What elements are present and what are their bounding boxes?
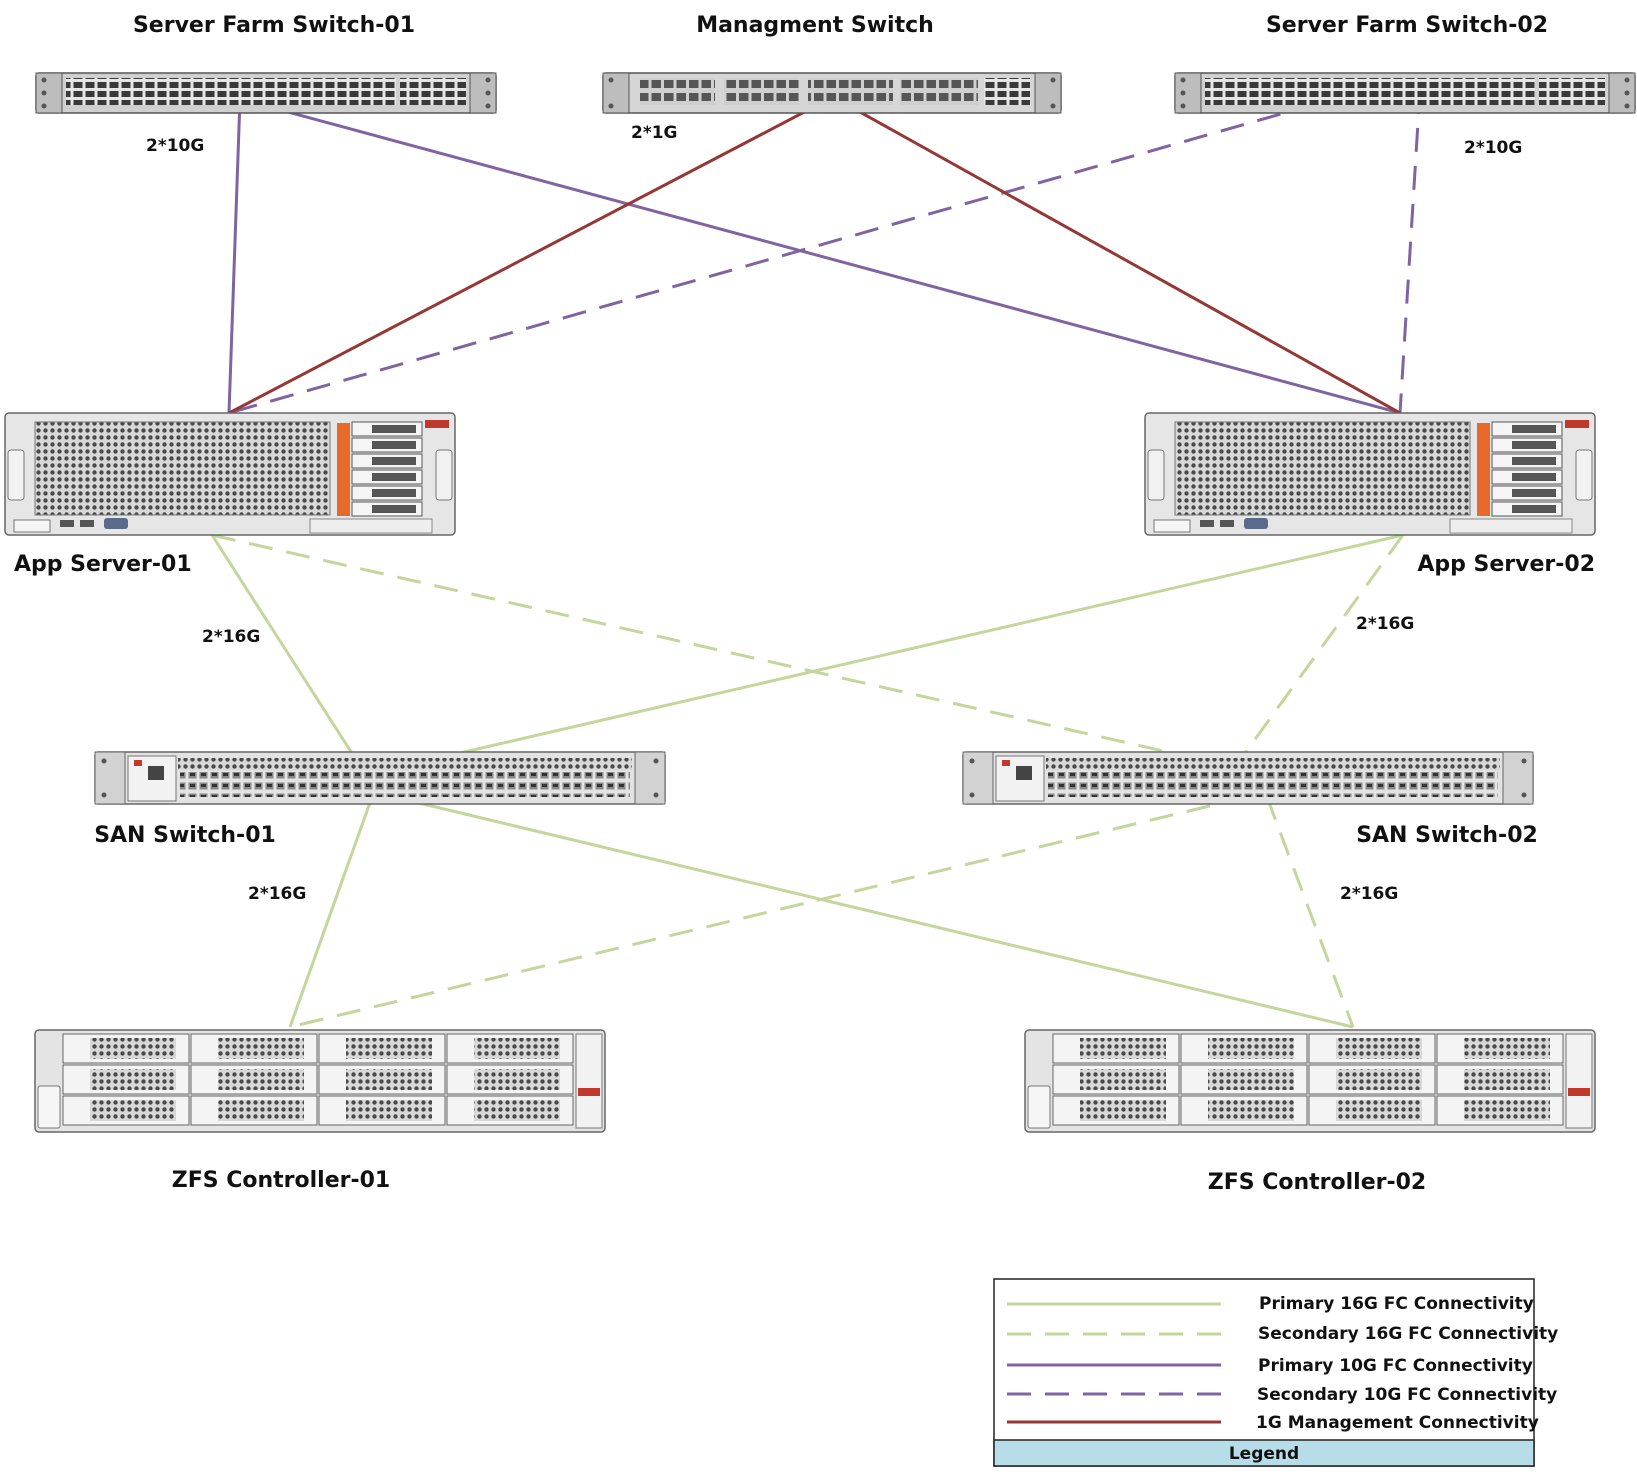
legend-item-primary-10g: Primary 10G FC Connectivity (1258, 1356, 1533, 1376)
server-farm-switch-01 (35, 72, 497, 114)
link-app1-san1-primary-16g (210, 534, 366, 773)
link-app1-san2-secondary-16g (211, 533, 1204, 762)
speed-label-sfs1: 2*10G (146, 136, 204, 156)
link-san2-zfs1-secondary-16g (289, 795, 1248, 1029)
zfs-controller-02 (1024, 1029, 1596, 1133)
label-san-switch-01: SAN Switch-01 (94, 823, 276, 848)
link-san1-zfs1-primary-16g (288, 796, 374, 1028)
app-server-01 (4, 412, 456, 536)
link-mgmt-app1-1g (228, 95, 834, 415)
label-server-farm-switch-02: Server Farm Switch-02 (1266, 13, 1548, 38)
label-management-switch: Managment Switch (696, 13, 934, 38)
management-switch (602, 72, 1062, 114)
label-zfs-controller-02: ZFS Controller-02 (1208, 1170, 1427, 1195)
speed-label-san1: 2*16G (248, 884, 306, 904)
san-switch-02 (962, 751, 1534, 805)
server-farm-switch-02 (1174, 72, 1636, 114)
zfs-controller-01 (34, 1029, 606, 1133)
link-san2-zfs2-secondary-16g (1265, 796, 1355, 1028)
link-sfs2-app2-secondary-10g (1398, 89, 1422, 414)
legend: Primary 16G FC Connectivity Secondary 16… (993, 1278, 1558, 1467)
connection-lines (210, 81, 1422, 1029)
label-app-server-01: App Server-01 (14, 552, 192, 577)
legend-item-primary-16g: Primary 16G FC Connectivity (1259, 1294, 1534, 1314)
speed-label-mgmt: 2*1G (631, 123, 678, 143)
legend-item-secondary-10g: Secondary 10G FC Connectivity (1257, 1385, 1557, 1405)
speed-label-app1: 2*16G (202, 627, 260, 647)
san-switch-01 (94, 751, 666, 805)
link-sfs2-app1-secondary-10g (228, 81, 1391, 415)
label-zfs-controller-01: ZFS Controller-01 (172, 1168, 391, 1193)
link-app2-san2-secondary-16g (1238, 534, 1405, 761)
speed-label-sfs2: 2*10G (1464, 138, 1522, 158)
link-app2-san1-primary-16g (377, 533, 1404, 774)
link-sfs1-app2-primary-10g (239, 97, 1401, 415)
label-server-farm-switch-01: Server Farm Switch-01 (133, 13, 415, 38)
link-sfs1-app1-primary-10g (227, 98, 242, 414)
link-mgmt-app2-1g (832, 95, 1401, 415)
app-server-02 (1144, 412, 1596, 536)
speed-label-app2: 2*16G (1356, 614, 1414, 634)
label-san-switch-02: SAN Switch-02 (1356, 823, 1538, 848)
label-app-server-02: App Server-02 (1417, 552, 1595, 577)
legend-item-mgmt-1g: 1G Management Connectivity (1256, 1413, 1539, 1433)
link-san1-zfs2-primary-16g (393, 795, 1354, 1029)
legend-title: Legend (1229, 1444, 1299, 1464)
legend-item-secondary-16g: Secondary 16G FC Connectivity (1258, 1324, 1558, 1344)
speed-label-san2: 2*16G (1340, 884, 1398, 904)
